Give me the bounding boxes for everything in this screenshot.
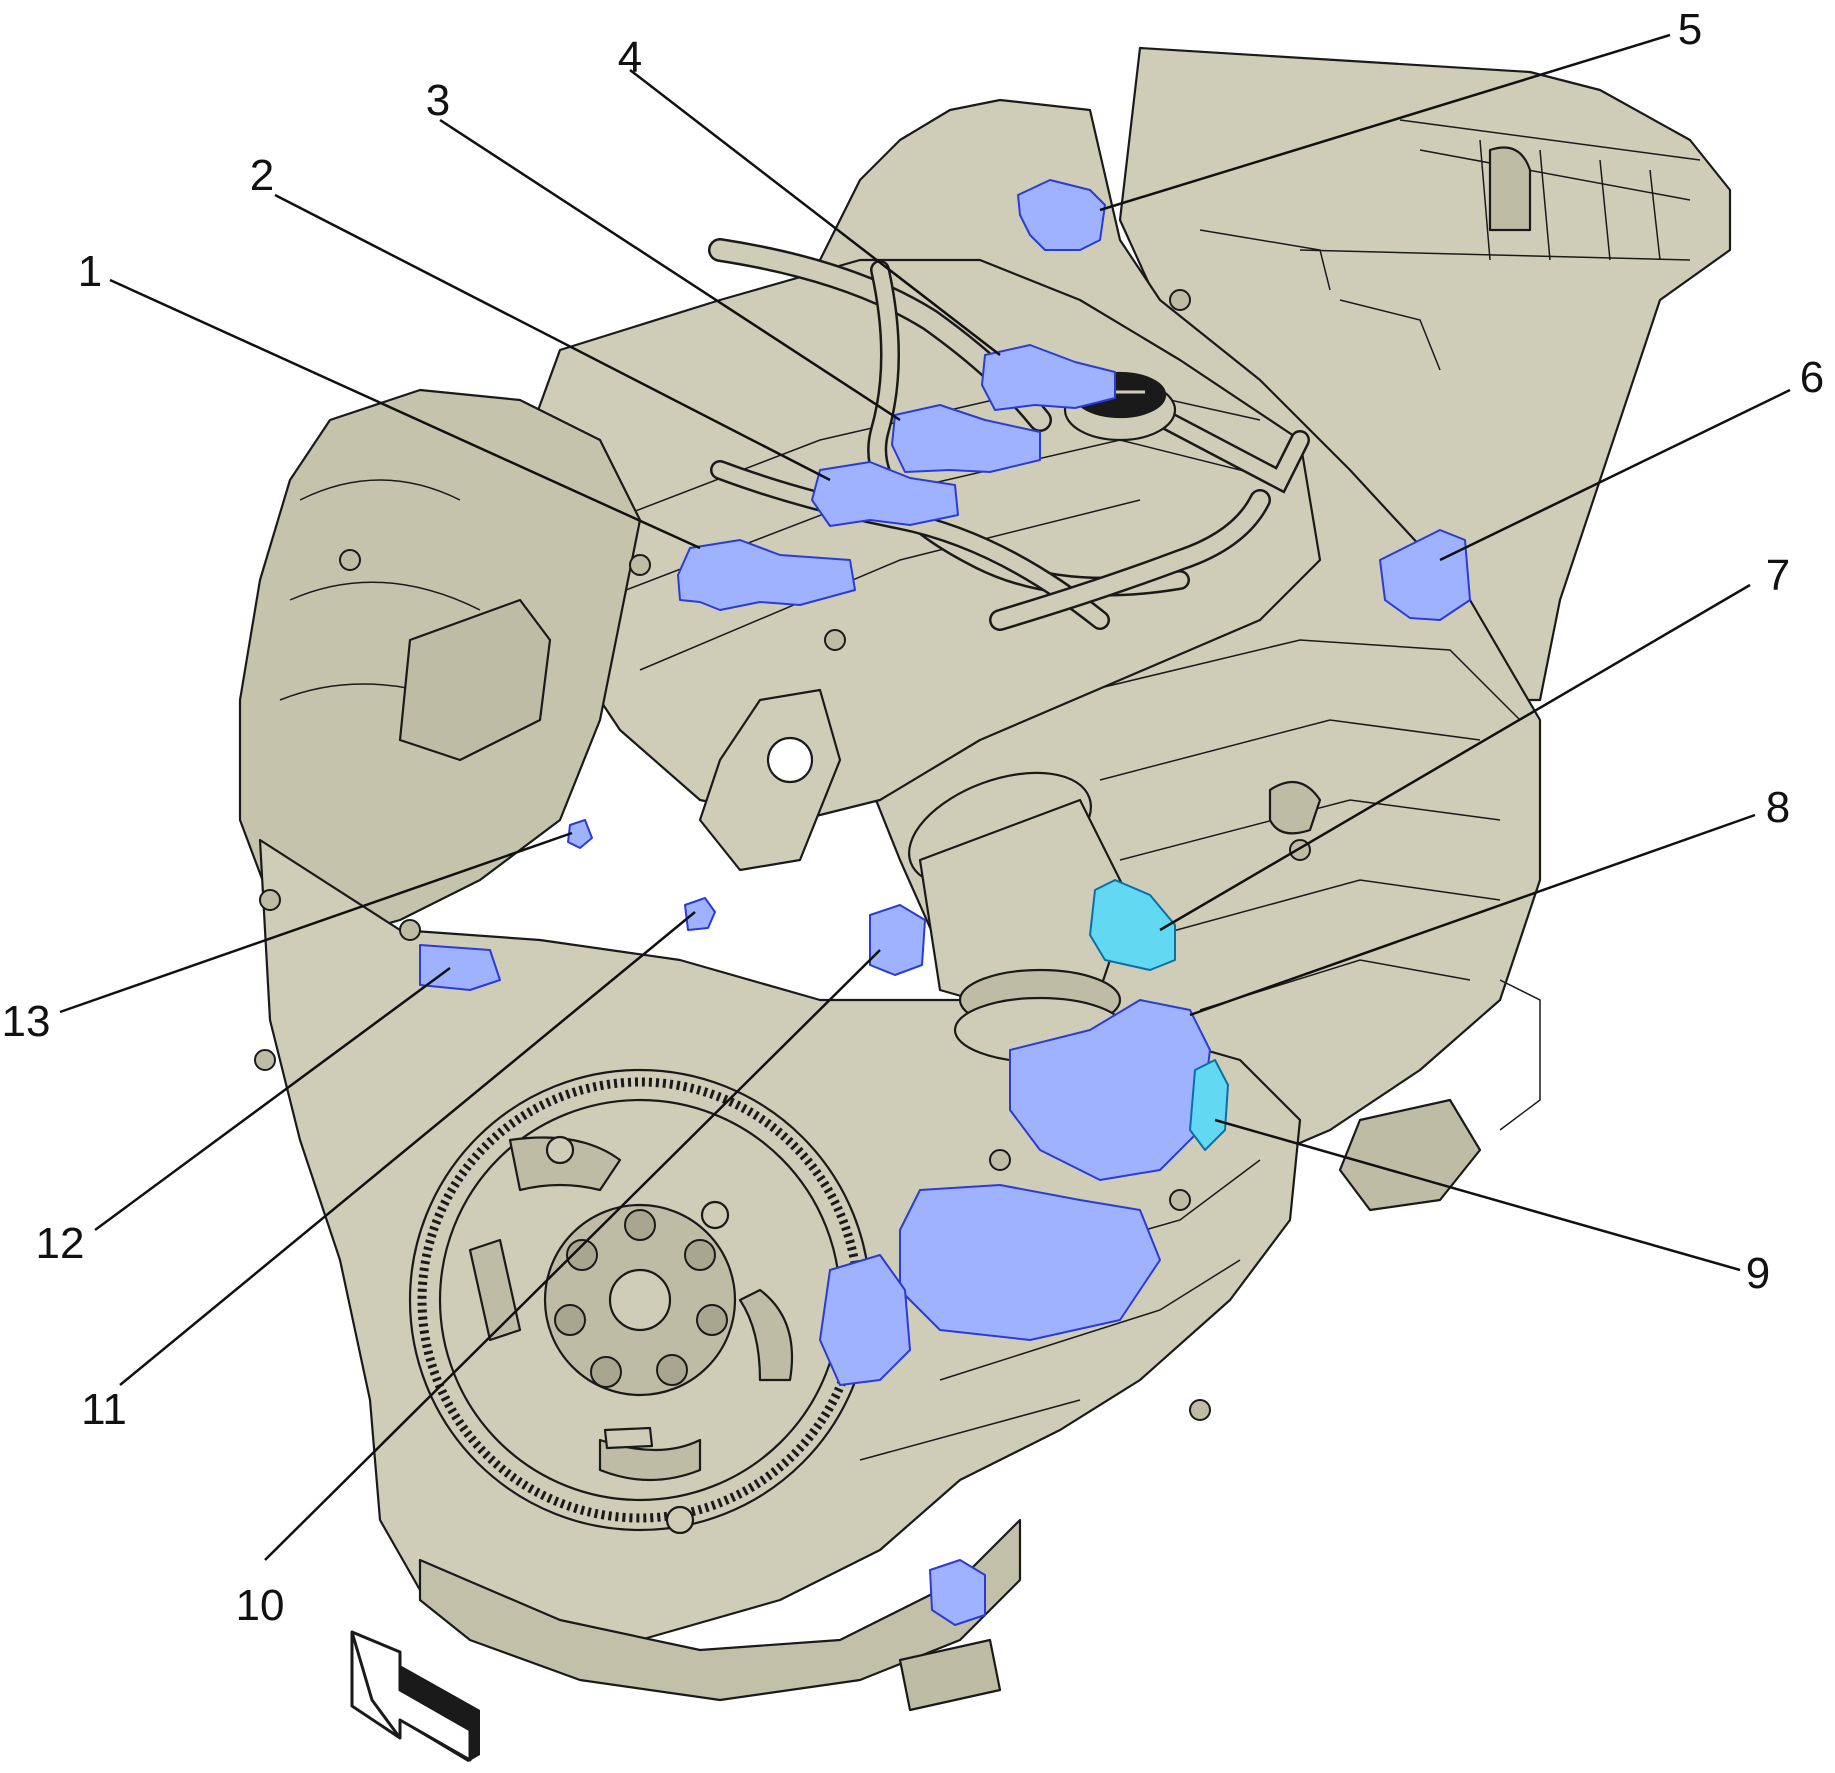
component-13-sensor (567, 819, 593, 849)
callout-10: 10 (236, 1581, 285, 1630)
callout-8: 8 (1766, 783, 1790, 832)
component-10-sensor (869, 904, 926, 976)
starter-solenoid (819, 1254, 911, 1386)
callout-5: 5 (1678, 5, 1702, 54)
flywheel (408, 1068, 872, 1535)
callout-1: 1 (78, 247, 102, 296)
component-4-ignition-coil (981, 344, 1116, 411)
component-1-ignition-coil (677, 539, 856, 611)
lifting-bracket (698, 688, 842, 872)
component-12-connector (419, 944, 501, 991)
front-direction-arrow-icon (350, 1630, 480, 1762)
callout-labels: 1 2 3 4 5 6 7 8 9 10 11 12 13 (2, 5, 1825, 1630)
callout-13: 13 (2, 997, 51, 1046)
callout-9: 9 (1746, 1249, 1770, 1298)
crankshaft-sensor (929, 1559, 986, 1626)
component-6-sensor (1379, 529, 1471, 621)
component-3-ignition-coil (891, 404, 1041, 473)
callout-6: 6 (1800, 353, 1824, 402)
component-9-sensor (1189, 1059, 1229, 1151)
component-2-ignition-coil (811, 461, 959, 527)
component-5-sensor (1017, 179, 1106, 251)
component-11-sensor (684, 897, 716, 931)
throttle-body (908, 771, 1132, 1064)
callout-2: 2 (250, 151, 274, 200)
leader-lines (59, 33, 1791, 1561)
component-7-sensor (1089, 879, 1176, 971)
oil-pan (418, 1518, 1022, 1702)
callout-11: 11 (81, 1385, 127, 1434)
callout-12: 12 (36, 1219, 85, 1268)
highlighted-components (419, 179, 1471, 1626)
starter-motor (899, 1184, 1161, 1341)
callout-3: 3 (426, 76, 450, 125)
engine-block (238, 46, 1732, 1712)
callout-4: 4 (618, 33, 642, 82)
callout-7: 7 (1766, 551, 1790, 600)
